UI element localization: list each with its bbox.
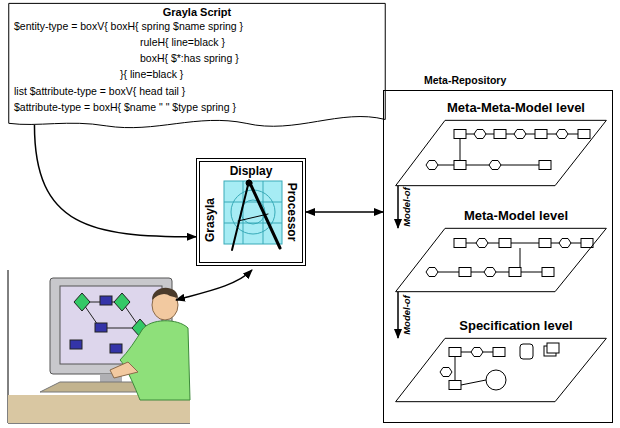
sheet-title: Grayla Script <box>8 6 386 19</box>
user-arrow <box>176 270 252 300</box>
connector-arrow <box>397 186 399 228</box>
processor-label: Processor <box>285 183 299 242</box>
script-line: }{ line=black } <box>120 68 183 81</box>
repository-box: Meta-RepositoryMeta-Meta-Model levelMeta… <box>383 90 613 423</box>
plate-outline <box>395 120 607 186</box>
script-line: $entity-type = boxV{ boxH{ spring $name … <box>14 20 243 33</box>
level-label: Meta-Model level <box>425 208 607 224</box>
edge-label: Model-of <box>401 187 412 227</box>
script-line: boxH{ $*:has spring } <box>140 52 239 65</box>
edge-label: Model-of <box>401 295 412 335</box>
user-illustration <box>8 270 190 423</box>
repository-title: Meta-Repository <box>424 74 506 87</box>
plate-outline <box>395 228 607 292</box>
level-plate: Meta-Model level <box>395 228 607 292</box>
script-sheet: Grayla Script$entity-type = boxV{ boxH{ … <box>8 3 386 131</box>
level-plate: Meta-Meta-Model level <box>395 120 607 186</box>
processor-title: Display <box>200 164 302 178</box>
processor-label: Grasyla <box>203 198 217 242</box>
level-label: Meta-Meta-Model level <box>425 100 607 116</box>
script-line: ruleH{ line=black } <box>140 36 225 49</box>
processor-box: DisplayGrasyla Processor <box>196 158 306 266</box>
level-plate: Specification level <box>395 338 607 402</box>
connector-arrow <box>34 125 196 237</box>
script-line: list $attribute-type = boxV{ head tail } <box>14 85 185 98</box>
plate-outline <box>395 338 607 402</box>
script-line: $attribute-type = boxH{ $name " " $type … <box>14 101 236 114</box>
drawing-icon <box>224 180 282 250</box>
connector-arrow <box>397 292 399 338</box>
connector-arrow <box>306 211 383 213</box>
level-label: Specification level <box>425 318 607 334</box>
